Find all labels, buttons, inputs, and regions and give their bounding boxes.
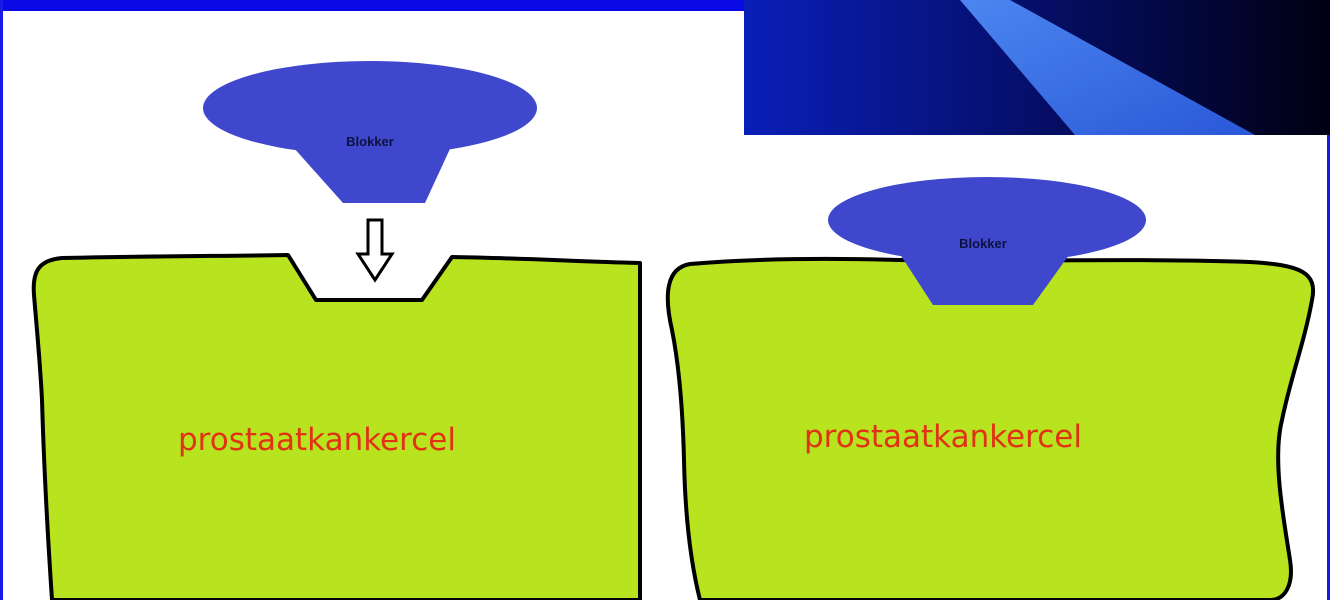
corner-banner-beam bbox=[960, 0, 1255, 135]
right-blocker-head bbox=[828, 177, 1146, 263]
right-panel: Blokker prostaatkankercel bbox=[665, 177, 1316, 600]
left-blocker-stem bbox=[285, 138, 455, 203]
down-arrow-icon bbox=[355, 218, 395, 283]
right-cell-label: prostaatkankercel bbox=[804, 419, 1082, 455]
left-panel: Blokker prostaatkankercel bbox=[31, 61, 642, 600]
right-blocker: Blokker bbox=[828, 177, 1146, 305]
left-blocker: Blokker bbox=[203, 61, 537, 203]
right-blocker-label: Blokker bbox=[959, 236, 1007, 251]
left-blocker-head bbox=[203, 61, 537, 155]
left-edge-line bbox=[0, 0, 3, 600]
left-blocker-label: Blokker bbox=[346, 134, 394, 149]
right-blocker-stem bbox=[896, 248, 1074, 305]
right-edge-line bbox=[1327, 130, 1330, 600]
left-cell-label: prostaatkankercel bbox=[178, 422, 456, 458]
top-bar bbox=[0, 0, 1330, 11]
